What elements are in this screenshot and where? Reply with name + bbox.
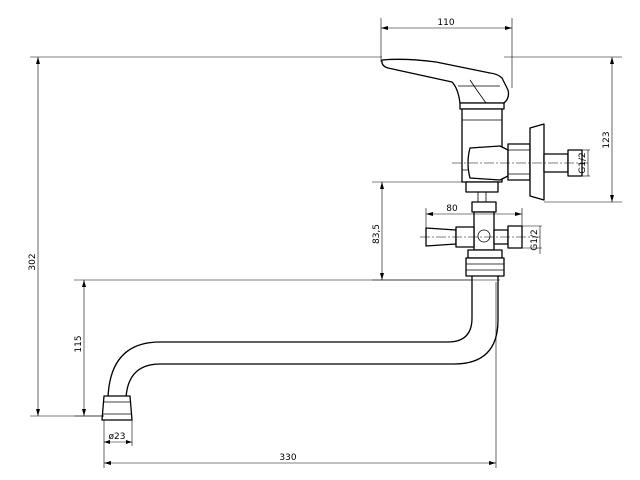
connector-tee — [425, 201, 523, 277]
dimension-302-label: 302 — [28, 253, 38, 270]
dimension-115-label: 115 — [74, 335, 84, 352]
lever-handle — [381, 58, 510, 104]
dimension-80-label: 80 — [446, 204, 458, 214]
dimension-83-5-label: 83,5 — [372, 224, 382, 244]
dimension-110: 110 — [380, 18, 513, 88]
dimension-123-label: 123 — [602, 131, 612, 148]
dimension-123: 123 — [504, 56, 622, 203]
dimension-110-label: 110 — [437, 18, 454, 28]
spout — [101, 275, 499, 421]
thread-upper-label: G1/2 — [578, 152, 588, 173]
dimension-diameter-23: ø23 — [103, 420, 133, 446]
thread-upper: G1/2 — [578, 149, 590, 177]
dimension-330-label: 330 — [279, 453, 296, 463]
dimension-302: 302 — [28, 56, 382, 417]
dimension-80: 80 — [425, 204, 523, 228]
thread-lower-label: G1/2 — [530, 229, 540, 250]
dimension-115: 115 — [74, 279, 472, 417]
dimension-diameter-23-label: ø23 — [109, 432, 126, 442]
dimension-330: 330 — [103, 282, 497, 468]
center-lines — [420, 162, 588, 238]
thread-lower: G1/2 — [522, 225, 542, 254]
